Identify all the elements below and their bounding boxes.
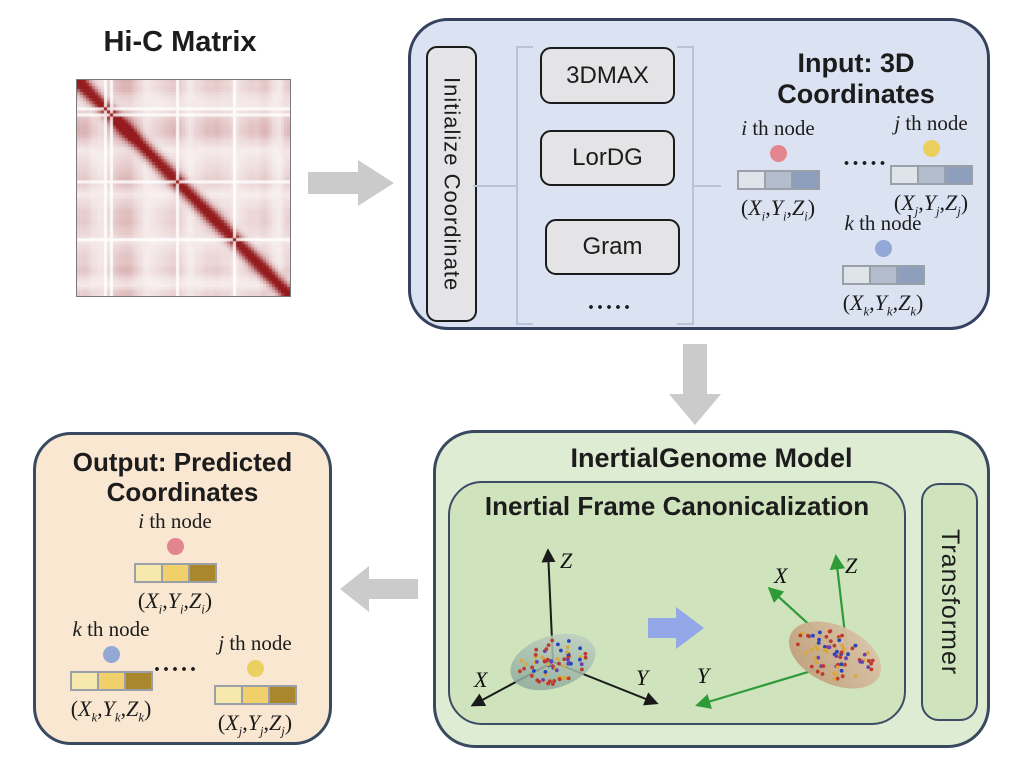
node-dot	[874, 240, 892, 257]
coordinate-bar	[889, 165, 973, 185]
node-glyph-k: k th node (Xk,Yk,Zk)	[56, 617, 166, 725]
node-label: i th node	[741, 116, 815, 140]
node-formula: (Xk,Yk,Zk)	[842, 290, 924, 319]
coordinate-bar	[841, 265, 925, 285]
y-axis-label: Y	[697, 663, 712, 688]
node-dot	[922, 140, 940, 157]
method-box-3dmax: 3DMAX	[540, 47, 675, 104]
model-panel-title: InertialGenome Model	[570, 443, 853, 473]
hic-matrix-heatmap	[76, 79, 291, 297]
scatter-dots	[796, 629, 875, 681]
input-panel: Initialize Coordinate 3DMAX LorDG Gram .…	[408, 18, 990, 330]
node-label: j th node	[218, 631, 292, 655]
coordinate-bar	[69, 671, 153, 691]
nodes-ellipsis: .....	[843, 145, 889, 171]
node-label: j th node	[894, 111, 968, 135]
node-formula: (Xj,Yj,Zj)	[217, 710, 293, 739]
output-panel-title: Output: Predicted Coordinates	[72, 447, 293, 507]
input-panel-title: Input: 3D Coordinates	[777, 48, 935, 109]
node-label: k th node	[844, 211, 922, 235]
node-dot	[246, 660, 264, 677]
arrow-left-icon	[340, 566, 418, 612]
nodes-ellipsis: .....	[154, 651, 199, 677]
scatter-dots	[518, 638, 588, 686]
original-frame-plot: Z X Y	[470, 548, 659, 707]
transformer-box: Transformer	[921, 483, 978, 721]
node-formula: (Xi,Yi,Zi)	[137, 588, 213, 617]
node-dot	[769, 145, 787, 162]
x-axis-label: X	[773, 563, 789, 588]
x-axis-label: X	[473, 667, 489, 692]
node-dot	[166, 538, 184, 555]
output-panel: Output: Predicted Coordinates i th node …	[33, 432, 332, 745]
methods-ellipsis: .....	[588, 289, 633, 315]
method-box-lordg: LorDG	[540, 130, 675, 186]
node-glyph-k: k th node (Xk,Yk,Zk)	[828, 211, 938, 319]
z-axis-label: Z	[845, 553, 858, 578]
bracket-left	[516, 46, 533, 325]
arrow-right-icon	[308, 160, 394, 206]
model-panel: InertialGenome Model Inertial Frame Cano…	[433, 430, 990, 748]
node-formula: (Xj,Yj,Zj)	[893, 190, 969, 219]
hic-matrix-title: Hi-C Matrix	[103, 26, 257, 58]
node-glyph-j: j th node (Xj,Yj,Zj)	[876, 111, 986, 219]
node-glyph-i: i th node (Xi,Yi,Zi)	[120, 509, 230, 617]
transformer-label: Transformer	[936, 528, 964, 676]
connector-line	[473, 185, 516, 187]
arrow-down-icon	[669, 344, 721, 425]
connector-line	[694, 185, 721, 187]
y-axis-label: Y	[636, 665, 651, 690]
node-glyph-i: i th node (Xi,Yi,Zi)	[723, 116, 833, 224]
z-axis-label: Z	[560, 548, 573, 573]
node-label: k th node	[72, 617, 150, 641]
node-label: i th node	[138, 509, 212, 533]
node-dot	[102, 646, 120, 663]
coordinate-bar	[133, 563, 217, 583]
canonicalization-title: Inertial Frame Canonicalization	[484, 491, 870, 521]
node-formula: (Xk,Yk,Zk)	[70, 696, 152, 725]
method-box-gram: Gram	[545, 219, 680, 275]
node-formula: (Xi,Yi,Zi)	[740, 195, 816, 224]
node-glyph-j: j th node (Xj,Yj,Zj)	[200, 631, 310, 739]
canonicalize-arrow-icon	[648, 607, 704, 649]
coordinate-bar	[213, 685, 297, 705]
bracket-right	[677, 46, 694, 325]
initialize-coordinate-box: Initialize Coordinate	[426, 46, 477, 322]
canonicalization-box: Inertial Frame Canonicalization	[448, 481, 906, 725]
canonical-frame-plot: Z X Y	[695, 553, 882, 709]
coordinate-bar	[736, 170, 820, 190]
